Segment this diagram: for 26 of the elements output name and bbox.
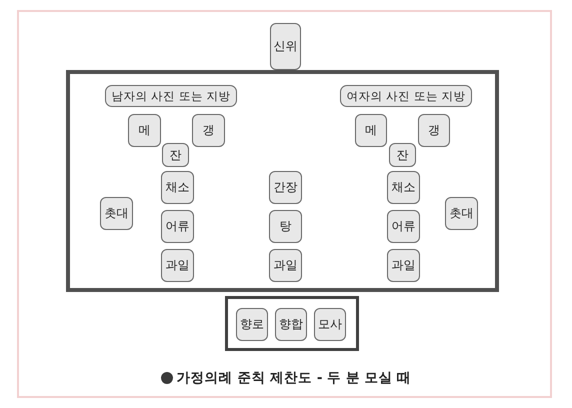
item-box: 어류 (387, 210, 420, 243)
item-box: 메 (355, 114, 387, 147)
label-box: 여자의 사진 또는 지방 (340, 85, 472, 107)
item-box: 잔 (389, 143, 416, 167)
label-box: 남자의 사진 또는 지방 (105, 85, 237, 107)
item-box: 갱 (192, 114, 225, 147)
item-box: 채소 (161, 171, 194, 204)
item-box: 잔 (162, 143, 189, 167)
item-box: 향로 (236, 308, 268, 341)
item-box: 촛대 (445, 197, 478, 230)
item-box: 갱 (418, 114, 450, 147)
tablet-box: 신위 (270, 23, 301, 70)
item-box: 어류 (161, 210, 194, 243)
item-box: 과일 (269, 249, 302, 282)
item-box: 모사 (314, 308, 346, 341)
item-box: 채소 (387, 171, 420, 204)
item-box: 과일 (161, 249, 194, 282)
caption: 가정의례 준칙 제찬도 - 두 분 모실 때 (176, 369, 412, 387)
item-box: 간장 (269, 171, 302, 204)
small-table-frame (225, 296, 359, 351)
item-box: 촛대 (100, 197, 133, 230)
item-box: 탕 (269, 210, 302, 243)
item-box: 메 (128, 114, 161, 147)
item-box: 과일 (387, 249, 420, 282)
item-box: 향합 (275, 308, 307, 341)
table-frame (66, 70, 499, 292)
